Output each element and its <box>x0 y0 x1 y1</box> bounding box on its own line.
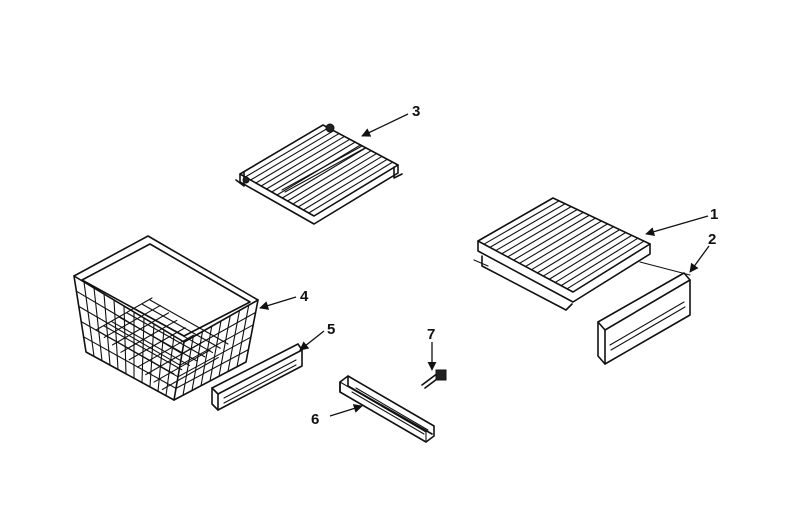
shelf-front-trim <box>597 261 691 365</box>
wire-basket <box>73 235 259 401</box>
callout-4: 4 <box>300 288 309 305</box>
wire-shelf-right <box>473 197 651 311</box>
wire-shelf-top <box>235 123 403 225</box>
callout-2: 2 <box>708 231 716 248</box>
callout-7: 7 <box>427 326 435 343</box>
callout-5: 5 <box>327 321 335 338</box>
callout-1: 1 <box>710 206 718 223</box>
leader-lines <box>259 113 710 417</box>
screw <box>421 369 447 389</box>
basket-rail <box>211 343 303 411</box>
callout-6: 6 <box>311 411 319 428</box>
callout-3: 3 <box>412 103 420 120</box>
slide-rail <box>339 375 435 443</box>
